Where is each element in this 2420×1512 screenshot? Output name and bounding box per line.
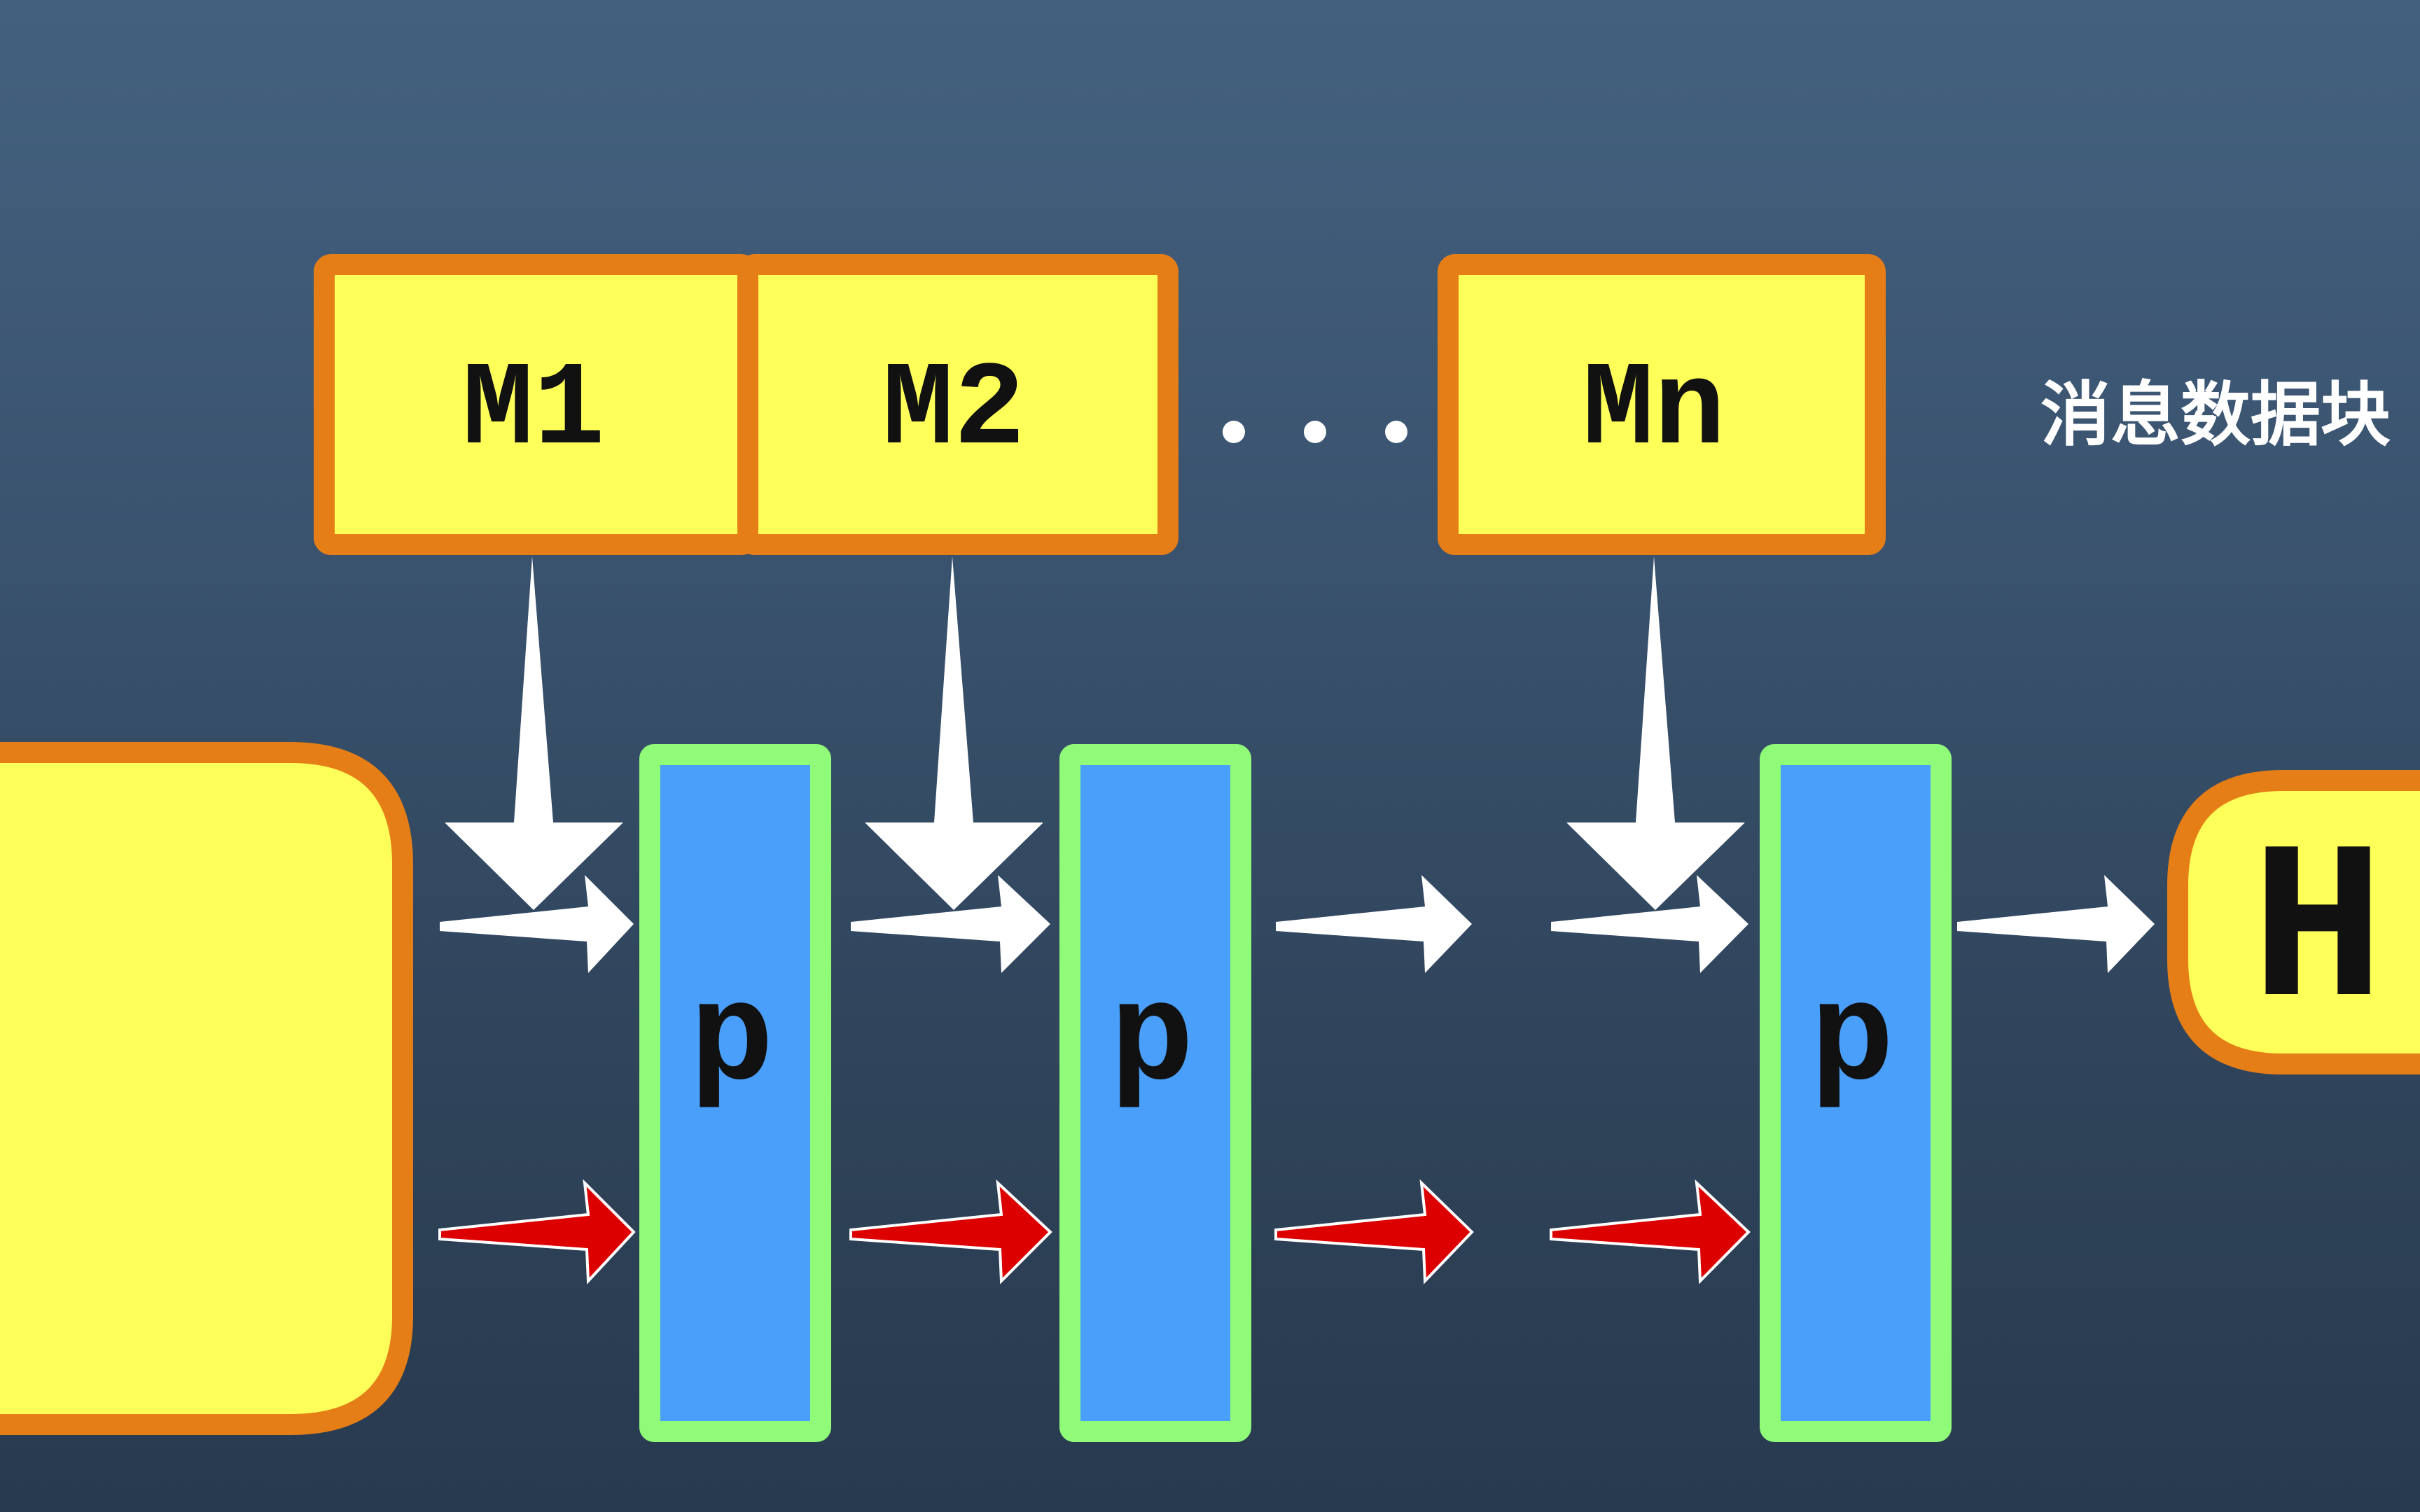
output-label: H: [2251, 808, 2385, 1062]
message-blocks: M1 M2 Mn 消息数据块: [314, 254, 2391, 555]
message-block-mn: [1438, 254, 1886, 555]
compression-blocks: p p p: [639, 744, 1952, 1442]
compression-label-2: p: [1110, 962, 1194, 1121]
message-label-mn: Mn: [1583, 344, 1725, 479]
chain-arrows-white: [440, 875, 2155, 973]
message-input-arrows: [445, 556, 1745, 910]
compression-label-n: p: [1810, 962, 1894, 1121]
ellipsis-dot: [1304, 421, 1326, 443]
chain-arrows-red: [438, 1179, 1751, 1284]
down-arrow-icon: [1566, 556, 1745, 910]
message-label-m2: M2: [882, 344, 1025, 479]
right-arrow-icon: [1274, 1179, 1474, 1284]
down-arrow-icon: [445, 556, 623, 910]
output-hash-block: [2167, 770, 2420, 1074]
compression-label-1: p: [690, 962, 774, 1121]
right-arrow-icon: [1957, 875, 2155, 973]
initial-state-block: [0, 742, 413, 1435]
down-arrow-icon: [865, 556, 1043, 910]
right-arrow-icon: [1551, 875, 1748, 973]
message-label-m1: M1: [462, 344, 605, 479]
compression-block-n: [1760, 744, 1952, 1442]
right-arrow-icon: [438, 1179, 636, 1284]
right-arrow-icon: [849, 1179, 1052, 1284]
ellipsis-dot: [1223, 421, 1245, 443]
right-arrow-icon: [1550, 1179, 1751, 1284]
compression-block-1: [639, 744, 831, 1442]
right-arrow-icon: [851, 875, 1050, 973]
right-arrow-icon: [1276, 875, 1472, 973]
ellipsis-dot: [1385, 421, 1407, 443]
output-block: H: [2167, 770, 2420, 1074]
right-arrow-icon: [440, 875, 634, 973]
message-caption: 消息数据块: [2040, 374, 2391, 456]
compression-block-2: [1059, 744, 1251, 1442]
